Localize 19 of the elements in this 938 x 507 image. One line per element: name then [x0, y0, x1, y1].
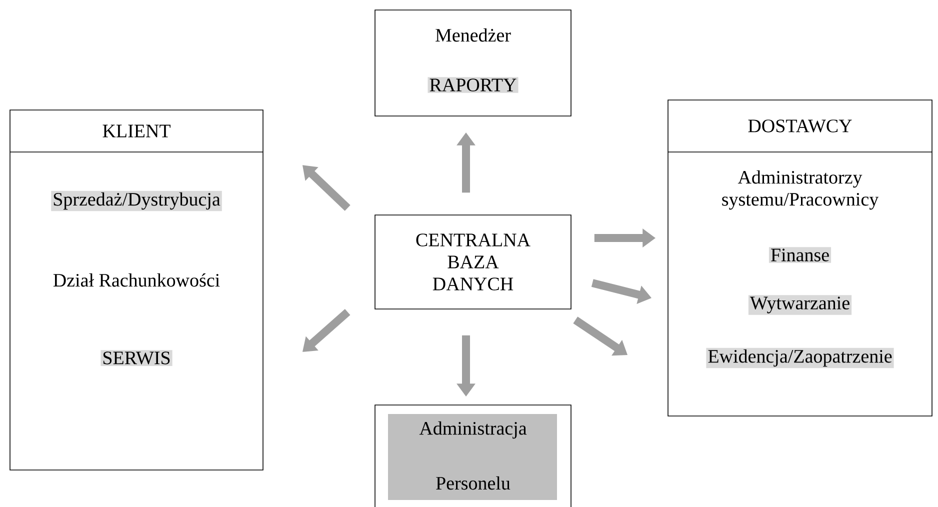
- label: Personelu: [436, 476, 510, 490]
- box: [374, 404, 572, 507]
- label: Administracja: [419, 421, 527, 439]
- label: CENTRALNA BAZA DANYCH: [416, 234, 530, 290]
- highlighted-label: Sprzedaż/Dystrybucja: [51, 190, 222, 212]
- box: [374, 10, 572, 116]
- box: [374, 214, 572, 310]
- label: KLIENT: [102, 124, 170, 138]
- highlighted-label: Finanse: [768, 247, 832, 263]
- label: Administratorzy systemu/Pracownicy: [722, 170, 879, 210]
- box: [668, 100, 932, 416]
- label: Menedżer: [436, 28, 511, 42]
- highlighted-label: RAPORTY: [428, 77, 518, 93]
- highlighted-label: SERWIS: [100, 350, 172, 366]
- label: DOSTAWCY: [748, 120, 852, 132]
- label: Dział Rachunkowości: [53, 273, 220, 287]
- highlighted-label: Wytwarzanie: [748, 295, 852, 315]
- box: [10, 110, 264, 470]
- highlighted-label: Ewidencja/Zaopatrzenie: [706, 348, 894, 368]
